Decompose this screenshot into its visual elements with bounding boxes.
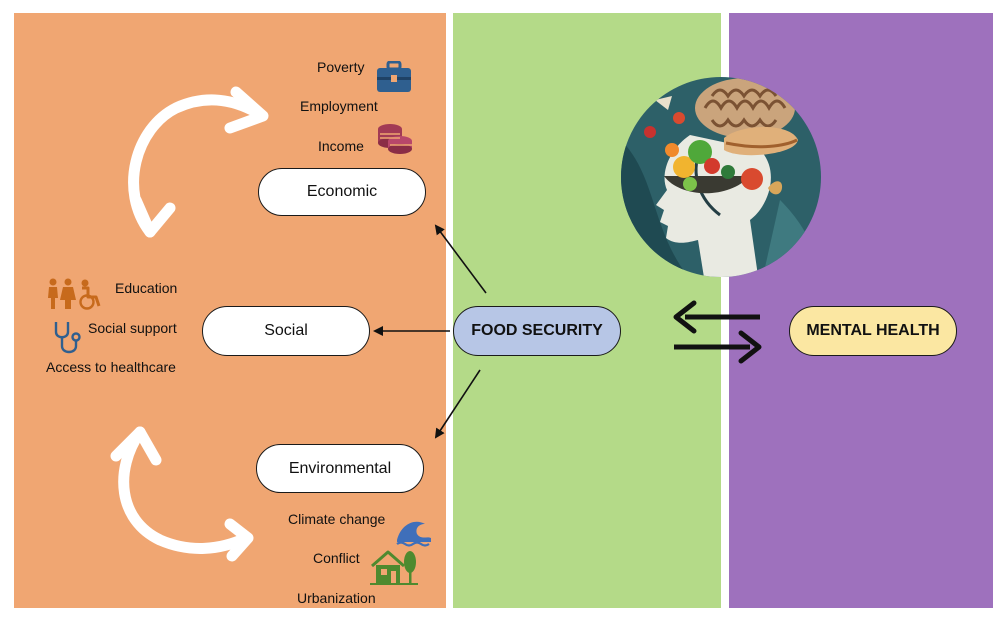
environmental-node: Environmental bbox=[256, 444, 424, 493]
wave-icon bbox=[396, 521, 431, 547]
food-security-node: FOOD SECURITY bbox=[453, 306, 621, 356]
stethoscope-icon bbox=[54, 322, 81, 354]
factor-conflict: Conflict bbox=[313, 550, 360, 566]
mental-health-node: MENTAL HEALTH bbox=[789, 306, 957, 356]
food-security-label: FOOD SECURITY bbox=[471, 322, 603, 339]
factor-urbanization: Urbanization bbox=[297, 590, 376, 606]
bidirectional-arrows bbox=[673, 300, 762, 364]
mental-health-label: MENTAL HEALTH bbox=[806, 322, 940, 339]
arrow-to-economic bbox=[434, 224, 487, 294]
family-wheelchair-icon bbox=[48, 278, 101, 310]
economic-node: Economic bbox=[258, 168, 426, 216]
cycle-arrow-top bbox=[128, 86, 269, 238]
factor-employment: Employment bbox=[300, 98, 378, 114]
arrow-to-environmental bbox=[434, 369, 481, 439]
social-node: Social bbox=[202, 306, 370, 356]
factor-climate-change: Climate change bbox=[288, 511, 386, 527]
cycle-arrow-bottom bbox=[110, 426, 254, 562]
economic-label: Economic bbox=[306, 183, 378, 200]
social-label: Social bbox=[264, 322, 308, 339]
factor-education: Education bbox=[115, 280, 178, 296]
factor-poverty: Poverty bbox=[317, 59, 365, 75]
factor-social-support: Social support bbox=[88, 320, 177, 336]
factor-access-to-healthcare: Access to healthcare bbox=[46, 359, 176, 375]
environmental-label: Environmental bbox=[288, 459, 392, 477]
factor-income: Income bbox=[318, 138, 364, 154]
house-tree-icon bbox=[370, 550, 418, 585]
coin-stack-icon bbox=[378, 124, 412, 154]
brain-food-head-illustration bbox=[621, 77, 821, 277]
briefcase-icon bbox=[377, 61, 411, 92]
